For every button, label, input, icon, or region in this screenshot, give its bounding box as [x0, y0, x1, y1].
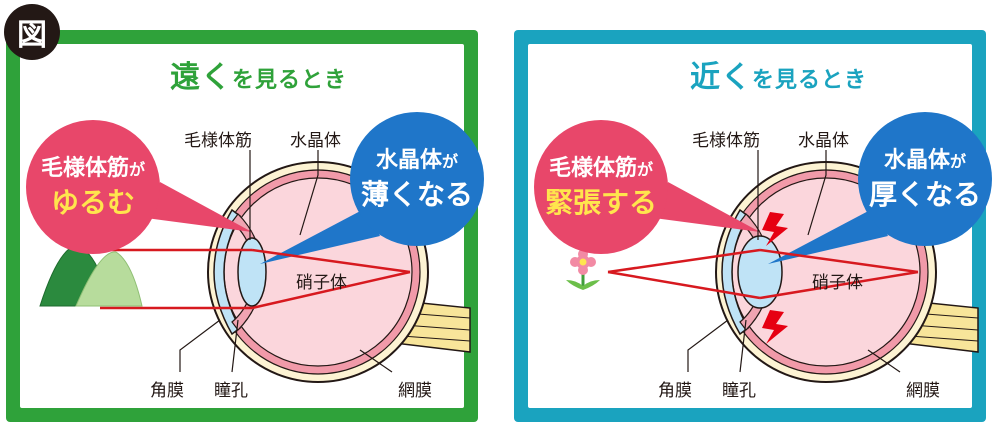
- near-label-retina: 網膜: [906, 381, 940, 401]
- far-label-pupil: 瞳孔: [214, 381, 248, 401]
- near-vision-title: 近くを見るとき: [690, 60, 868, 95]
- far-label-vitreous: 硝子体: [296, 273, 347, 293]
- far-muscle-bubble: 毛様体筋が ゆるむ: [26, 120, 160, 254]
- near-flower: [566, 249, 600, 290]
- far-label-ciliary: 毛様体筋: [184, 131, 252, 151]
- far-label-retina: 網膜: [398, 381, 432, 401]
- figure-badge: 図: [4, 4, 60, 60]
- near-muscle-bubble: 毛様体筋が 緊張する: [534, 120, 668, 254]
- far-eye: [146, 161, 471, 383]
- near-label-cornea: 角膜: [658, 381, 692, 401]
- near-lens-bubble: 水晶体が 厚くなる: [858, 112, 992, 246]
- far-leader-lines: [179, 150, 393, 373]
- near-label-lens: 水晶体: [798, 131, 849, 151]
- far-light-rays: [100, 248, 411, 310]
- near-eye: [654, 161, 979, 383]
- far-vision-title: 遠くを見るとき: [170, 60, 348, 95]
- far-lens-bubble: 水晶体が 薄くなる: [350, 112, 484, 246]
- far-mountains: [39, 244, 143, 307]
- near-leader-lines: [687, 150, 901, 373]
- near-light-rays: [607, 248, 919, 300]
- near-label-pupil: 瞳孔: [722, 381, 756, 401]
- near-label-ciliary: 毛様体筋: [692, 131, 760, 151]
- far-label-cornea: 角膜: [150, 381, 184, 401]
- far-label-lens: 水晶体: [290, 131, 341, 151]
- near-label-vitreous: 硝子体: [812, 273, 863, 293]
